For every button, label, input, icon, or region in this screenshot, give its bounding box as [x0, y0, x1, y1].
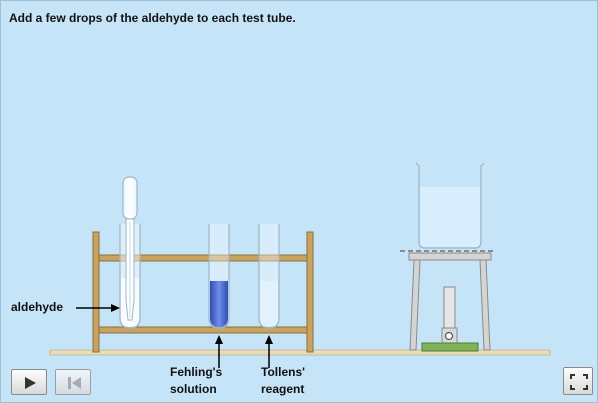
beaker[interactable] [415, 162, 485, 249]
instruction-text: Add a few drops of the aldehyde to each … [9, 11, 296, 25]
test-tube-fehlings[interactable] [208, 224, 230, 329]
label-fehlings-line2: solution [170, 382, 217, 396]
play-button[interactable] [11, 369, 47, 395]
label-aldehyde: aldehyde [11, 300, 64, 314]
tollens-reagent-liquid [260, 281, 278, 327]
play-icon [25, 377, 36, 389]
label-pointers [76, 304, 273, 368]
label-fehlings: Fehling's solution [170, 364, 222, 398]
reset-button[interactable] [55, 369, 91, 395]
fullscreen-icon [570, 374, 588, 390]
tripod-stand [400, 250, 494, 351]
label-tollens: Tollens' reagent [261, 364, 305, 398]
fehlings-solution-liquid [210, 281, 228, 327]
burner-base [421, 342, 479, 352]
beaker-water [420, 187, 480, 247]
bench [49, 349, 551, 356]
test-tube-rack [92, 231, 314, 353]
dropper-pipette[interactable] [122, 176, 138, 321]
test-tube-tollens[interactable] [258, 224, 280, 329]
bunsen-burner[interactable] [421, 286, 479, 352]
fullscreen-button[interactable] [563, 367, 593, 395]
label-tollens-line1: Tollens' [261, 365, 305, 379]
skip-to-start-icon [68, 377, 81, 389]
label-tollens-line2: reagent [261, 382, 305, 396]
label-fehlings-line1: Fehling's [170, 365, 223, 379]
